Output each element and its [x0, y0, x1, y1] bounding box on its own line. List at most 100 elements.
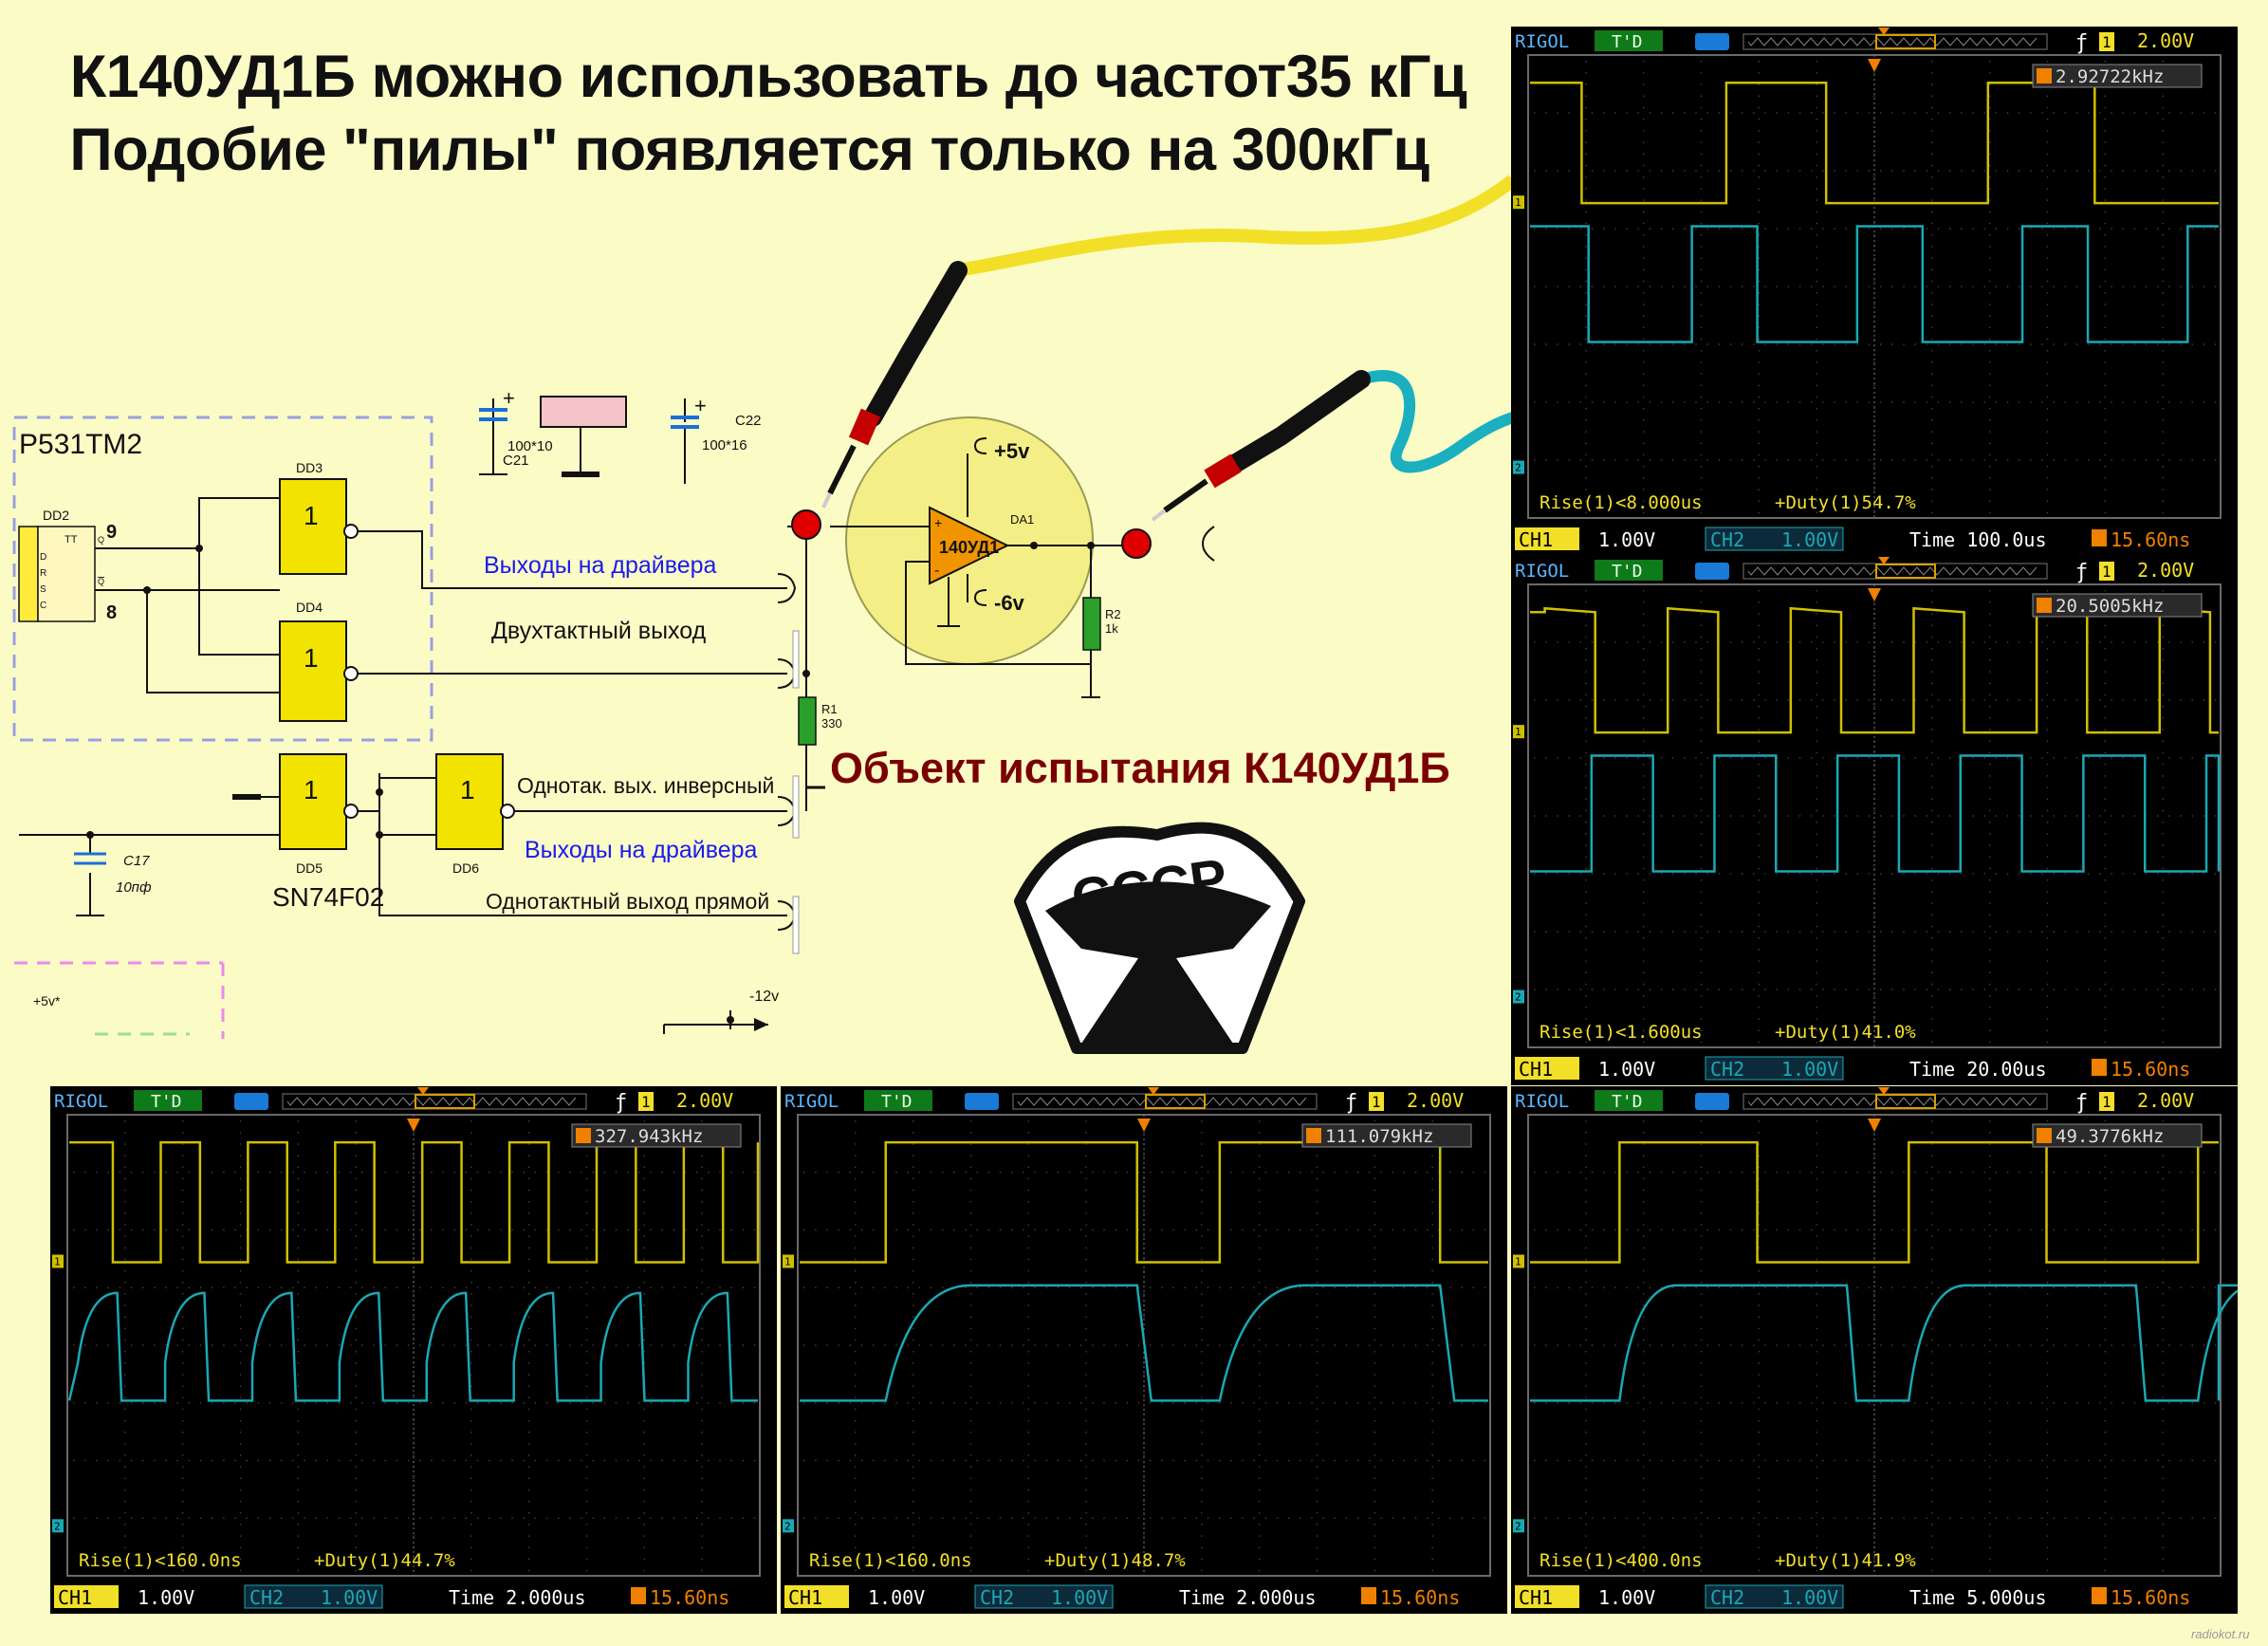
- trigger-channel: 1: [1372, 1093, 1381, 1111]
- duty-measurement: +Duty(1)41.0%: [1775, 1022, 1916, 1043]
- ch1-badge: [1515, 527, 1579, 550]
- memory-bar: [282, 1093, 587, 1110]
- trigger-channel: 1: [2102, 1093, 2111, 1111]
- ch1-trace: [800, 1140, 1488, 1264]
- battery-icon: [234, 1093, 268, 1110]
- plot-area: [1527, 583, 2222, 1048]
- scope-mode-badge: [1595, 1090, 1663, 1111]
- dd2-label: DD2: [43, 508, 69, 523]
- probe-cable-ch1: [956, 175, 1518, 277]
- dd2-tt: TT: [65, 534, 78, 546]
- frequency-trigger-icon: [2037, 598, 2052, 613]
- ch2-volts: 1.00V: [1781, 1058, 1838, 1081]
- ch1-label: CH1: [58, 1586, 92, 1609]
- rise-measurement: Rise(1)<400.0ns: [1540, 1550, 1703, 1571]
- pin-8: 8: [106, 602, 117, 623]
- ch1-badge: [1515, 1057, 1579, 1080]
- ch2-volts: 1.00V: [1781, 528, 1838, 551]
- trigger-offset: 15.60ns: [1380, 1586, 1460, 1609]
- trigger-channel-badge: [2099, 32, 2114, 51]
- svg-text:DD3: DD3: [296, 460, 323, 475]
- ch1-volts: 1.00V: [1598, 528, 1655, 551]
- scope-brand: RIGOL: [1515, 1091, 1569, 1112]
- opamp-test-circuit: 140УД1 + - +5v -6v DA1 R2 1k: [830, 416, 1134, 698]
- ch2-volts: 1.00V: [1051, 1586, 1108, 1609]
- scope-mode-badge: [1595, 30, 1663, 51]
- trigger-edge-icon: ƒ: [2075, 561, 2088, 584]
- ch1-label: CH1: [1519, 1586, 1553, 1609]
- probe-ch2: [1151, 370, 1371, 522]
- chip-label: Р531ТМ2: [19, 429, 142, 460]
- ch2-marker-num: 2: [1515, 1520, 1521, 1532]
- frequency-readout: 327.943kHz: [595, 1126, 703, 1147]
- ch2-marker-num: 2: [1515, 991, 1521, 1004]
- trigger-offset: 15.60ns: [2111, 528, 2190, 551]
- svg-text:330: 330: [821, 716, 842, 731]
- svg-text:100*10: 100*10: [507, 438, 553, 454]
- capacitor-c21: + 100*10 C21: [479, 386, 553, 475]
- svg-text:DD4: DD4: [296, 600, 323, 615]
- svg-text:1k: 1k: [1105, 621, 1118, 636]
- ch2-marker: [1513, 460, 1524, 474]
- memory-window: [1875, 1094, 1936, 1109]
- ch1-volts: 1.00V: [138, 1586, 194, 1609]
- svg-text:+5v: +5v: [994, 439, 1030, 463]
- frequency-readout: 49.3776kHz: [2056, 1126, 2164, 1147]
- title-line-1: К140УД1Б можно использовать до частот35 …: [69, 44, 1467, 110]
- frequency-box: [1301, 1123, 1472, 1148]
- scope-mode: T'D: [881, 1092, 913, 1112]
- ch2-label: CH2: [1710, 1058, 1744, 1081]
- offset-icon: [2092, 1059, 2107, 1076]
- trigger-marker-icon: [1868, 1119, 1881, 1132]
- ch2-trace: [67, 1291, 758, 1402]
- svg-text:DA1: DA1: [1010, 512, 1034, 527]
- label-single-inv: Однотак. вых. инверсный: [517, 773, 774, 798]
- svg-text:+: +: [694, 394, 707, 417]
- svg-text:R1: R1: [821, 702, 838, 716]
- ch2-marker: [1513, 989, 1524, 1004]
- trigger-voltage: 2.00V: [2137, 1089, 2194, 1112]
- trigger-edge-icon: ƒ: [1345, 1091, 1357, 1115]
- memory-bar: [1742, 563, 2048, 580]
- c17-value: 10пф: [116, 879, 152, 896]
- gate-dd4: 1 DD4: [279, 600, 359, 722]
- label-plus5v: +5v*: [33, 993, 61, 1008]
- trigger-position-top-icon: [1878, 557, 1890, 564]
- svg-text:C21: C21: [503, 453, 529, 469]
- scope-mode: T'D: [1612, 32, 1643, 52]
- dd2-pin-s: S: [40, 584, 46, 595]
- ch1-marker: [783, 1254, 794, 1268]
- trigger-channel-badge: [2099, 1092, 2114, 1111]
- ch1-trace: [1530, 82, 2219, 205]
- label-drivers-out-b: Выходы на драйвера: [525, 837, 758, 863]
- scope-brand: RIGOL: [784, 1091, 839, 1112]
- ch2-volts: 1.00V: [321, 1586, 378, 1609]
- memory-wave: [1747, 37, 2038, 46]
- timebase: Time 100.0us: [1909, 528, 2047, 551]
- capacitor-c22: + C22 100*16: [671, 394, 762, 484]
- ch1-badge: [54, 1585, 119, 1608]
- trigger-position-top-icon: [417, 1087, 429, 1095]
- label-minus12v: -12v: [749, 989, 779, 1005]
- ch2-badge: [1705, 1584, 1844, 1609]
- ch1-marker-num: 1: [1515, 196, 1521, 209]
- scope-mode: T'D: [1612, 562, 1643, 582]
- probe-ch1: [821, 261, 968, 509]
- battery-icon: [1695, 33, 1729, 50]
- memory-wave: [1747, 1097, 2038, 1106]
- duty-measurement: +Duty(1)41.9%: [1775, 1550, 1916, 1571]
- ch1-marker-num: 1: [1515, 726, 1521, 738]
- label-drivers-out-a: Выходы на драйвера: [484, 552, 717, 579]
- frequency-trigger-icon: [1306, 1128, 1321, 1143]
- ch2-volts: 1.00V: [1781, 1586, 1838, 1609]
- ch1-badge: [1515, 1585, 1579, 1608]
- caption-test-object: Объект испытания К140УД1Б: [830, 744, 1450, 792]
- frequency-trigger-icon: [2037, 68, 2052, 83]
- ch2-label: CH2: [1710, 1586, 1744, 1609]
- ch1-volts: 1.00V: [1598, 1586, 1655, 1609]
